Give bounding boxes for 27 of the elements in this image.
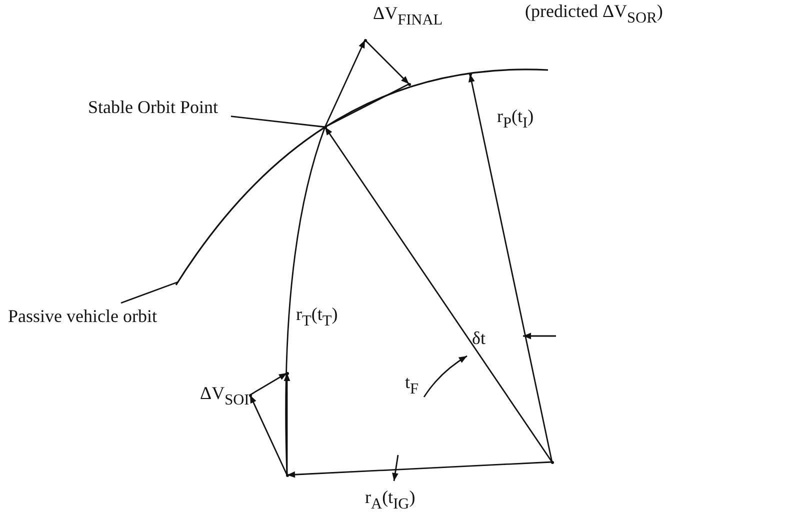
vector-arrow bbox=[324, 40, 366, 128]
vector-label: r$_{T}$(t$_{T}$) bbox=[296, 304, 338, 331]
vector-vertex bbox=[408, 82, 410, 86]
vector-label: ΔV$_{FINAL}$ bbox=[373, 3, 443, 30]
vector-vertex bbox=[286, 372, 288, 374]
vector-arrow bbox=[324, 126, 553, 462]
time-label: t$_{F}$ bbox=[405, 372, 419, 399]
vector-vertex bbox=[248, 394, 252, 396]
vector-arrow bbox=[364, 40, 410, 84]
vector-arrow bbox=[249, 394, 288, 476]
vector-vertex bbox=[468, 72, 472, 76]
vector-arrow bbox=[286, 461, 552, 478]
vector-arrow bbox=[284, 373, 290, 475]
vector-label: ΔV$_{SOI}$ bbox=[200, 383, 250, 410]
vector-arrow bbox=[250, 372, 288, 396]
vector-vertex bbox=[550, 460, 554, 464]
orbit-label: Stable Orbit Point bbox=[88, 97, 219, 119]
vector-label: r$_{P}$(t$_{I}$) bbox=[497, 106, 534, 133]
vector-label: (predicted ΔV$_{SOR}$) bbox=[525, 1, 663, 28]
orbit-label: Passive vehicle orbit bbox=[8, 306, 158, 328]
leader-line bbox=[120, 281, 178, 304]
angle-label: δt bbox=[472, 328, 486, 350]
vector-arrow bbox=[468, 74, 553, 462]
vector-vertex bbox=[364, 38, 366, 42]
leader-line bbox=[230, 116, 326, 128]
vector-vertex bbox=[286, 474, 288, 476]
vector-label: r$_{A}$(t$_{IG}$) bbox=[365, 487, 416, 514]
